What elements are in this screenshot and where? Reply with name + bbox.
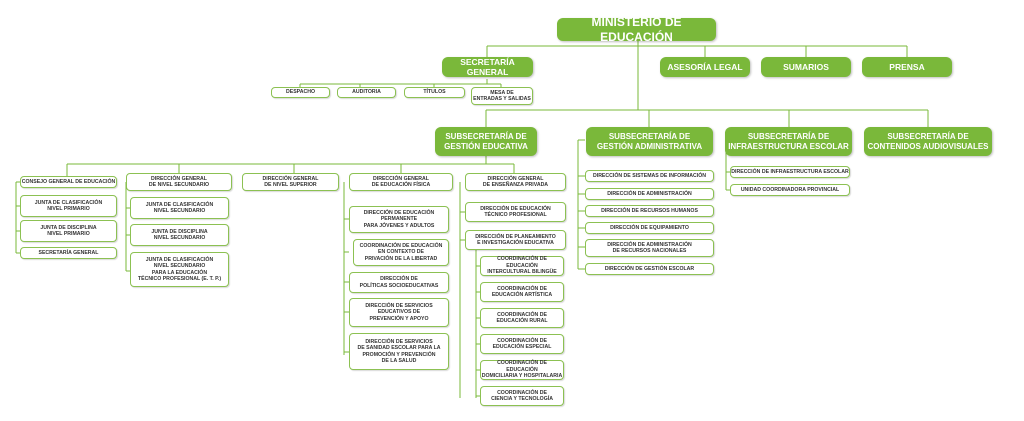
dg-ensenanza-privada-box: DIRECCIÓN GENERAL DE ENSEÑANZA PRIVADA [465,173,566,191]
secretaria-general-educativa-box: SECRETARÍA GENERAL [20,247,117,259]
coord-rural-box: COORDINACIÓN DE EDUCACIÓN RURAL [480,308,564,328]
auditoria-box: AUDITORIA [337,87,396,98]
dir-sistemas-informacion-box: DIRECCIÓN DE SISTEMAS DE INFORMACIÓN [585,170,714,182]
coord-domiciliaria-box: COORDINACIÓN DE EDUCACIÓN DOMICILIARIA Y… [480,360,564,380]
coord-especial-box: COORDINACIÓN DE EDUCACIÓN ESPECIAL [480,334,564,354]
junta-disciplina-secundario-box: JUNTA DE DISCIPLINA NIVEL SECUNDARIO [130,224,229,246]
sub-infraestructura-box: SUBSECRETARÍA DE INFRAESTRUCTURA ESCOLAR [725,127,852,156]
dir-administracion-box: DIRECCIÓN DE ADMINISTRACIÓN [585,188,714,200]
unidad-coordinadora-box: UNIDAD COORDINADORA PROVINCIAL [730,184,850,196]
junta-clasif-secundario-box: JUNTA DE CLASIFICACIÓN NIVEL SECUNDARIO [130,197,229,219]
coord-privacion-libertad-box: COORDINACIÓN DE EDUCACIÓN EN CONTEXTO DE… [353,239,449,266]
consejo-general-box: CONSEJO GENERAL DE EDUCACIÓN [20,176,117,188]
junta-clasif-primario-box: JUNTA DE CLASIFICACIÓN NIVEL PRIMARIO [20,195,117,217]
coord-artistica-box: COORDINACIÓN DE EDUCACIÓN ARTÍSTICA [480,282,564,302]
dg-nivel-secundario-box: DIRECCIÓN GENERAL DE NIVEL SECUNDARIO [126,173,232,191]
root-box: MINISTERIO DE EDUCACIÓN [557,15,716,44]
dir-recursos-humanos-box: DIRECCIÓN DE RECURSOS HUMANOS [585,205,714,217]
dir-infraestructura-escolar-box: DIRECCIÓN DE INFRAESTRUCTURA ESCOLAR [730,166,850,178]
dir-educacion-permanente-box: DIRECCIÓN DE EDUCACIÓN PERMANENTE PARA J… [349,206,449,233]
dir-sanidad-escolar-box: DIRECCIÓN DE SERVICIOS DE SANIDAD ESCOLA… [349,333,449,370]
despacho-box: DESPACHO [271,87,330,98]
junta-clasif-etp-box: JUNTA DE CLASIFICACIÓN NIVEL SECUNDARIO … [130,252,229,287]
prensa-box: PRENSA [862,57,952,77]
mesa-entradas-box: MESA DE ENTRADAS Y SALIDAS [471,87,533,105]
dir-prevencion-apoyo-box: DIRECCIÓN DE SERVICIOS EDUCATIVOS DE PRE… [349,298,449,327]
dir-tecnico-profesional-box: DIRECCIÓN DE EDUCACIÓN TÉCNICO PROFESION… [465,202,566,222]
dg-educacion-fisica-box: DIRECCIÓN GENERAL DE EDUCACIÓN FÍSICA [349,173,453,191]
coord-intercultural-box: COORDINACIÓN DE EDUCACIÓN INTERCULTURAL … [480,256,564,276]
secretaria-general-box: SECRETARÍA GENERAL [442,57,533,77]
dir-planeamiento-box: DIRECCIÓN DE PLANEAMIENTO E INVESTIGACIÓ… [465,230,566,250]
dir-recursos-nacionales-box: DIRECCIÓN DE ADMINISTRACIÓN DE RECURSOS … [585,239,714,257]
sub-gestion-educativa-box: SUBSECRETARÍA DE GESTIÓN EDUCATIVA [435,127,537,156]
sub-gestion-administrativa-box: SUBSECRETARÍA DE GESTIÓN ADMINISTRATIVA [586,127,713,156]
dg-nivel-superior-box: DIRECCIÓN GENERAL DE NIVEL SUPERIOR [242,173,339,191]
dir-gestion-escolar-box: DIRECCIÓN DE GESTIÓN ESCOLAR [585,263,714,275]
dir-equipamiento-box: DIRECCIÓN DE EQUIPAMIENTO [585,222,714,234]
coord-ciencia-tecnologia-box: COORDINACIÓN DE CIENCIA Y TECNOLOGÍA [480,386,564,406]
junta-disciplina-primario-box: JUNTA DE DISCIPLINA NIVEL PRIMARIO [20,220,117,242]
sub-audiovisuales-box: SUBSECRETARÍA DE CONTENIDOS AUDIOVISUALE… [864,127,992,156]
dir-politicas-socioeducativas-box: DIRECCIÓN DE POLÍTICAS SOCIOEDUCATIVAS [349,272,449,293]
sumarios-box: SUMARIOS [761,57,851,77]
asesoria-legal-box: ASESORÍA LEGAL [660,57,750,77]
titulos-box: TÍTULOS [404,87,465,98]
